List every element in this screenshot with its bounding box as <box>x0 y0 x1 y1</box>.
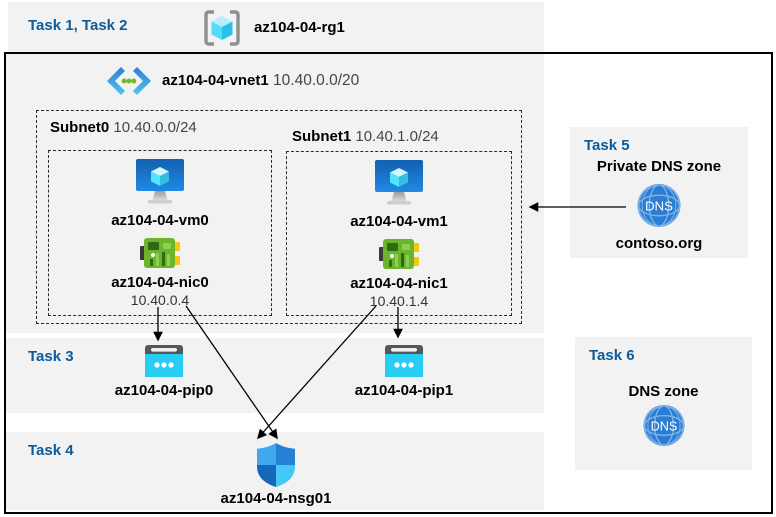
dns-globe-icon: DNS <box>642 404 685 447</box>
subnet0-box: az104-04-vm0 az104-04-nic0 10.40.0.4 <box>48 150 272 316</box>
subnet0-name: Subnet0 <box>50 119 110 136</box>
task4-panel: Task 4 az104-04-nsg01 <box>6 432 544 510</box>
task5-panel: Task 5 Private DNS zone DNS contoso.org <box>570 127 748 258</box>
vnet-header: az104-04-vnet1 10.40.0.0/20 <box>106 66 359 96</box>
subnet1-name: Subnet1 <box>292 128 352 145</box>
task5-title: Private DNS zone <box>596 158 722 175</box>
subnet1-cidr: 10.40.1.0/24 <box>355 128 439 145</box>
vm1-name: az104-04-vm1 <box>350 213 448 230</box>
public-ip-icon <box>385 345 423 377</box>
resource-group-name: az104-04-rg1 <box>254 19 345 36</box>
nic-icon <box>379 239 419 269</box>
pip0-group: az104-04-pip0 <box>88 345 240 399</box>
task12-label: Task 1, Task 2 <box>28 17 128 34</box>
nic1-ip: 10.40.1.4 <box>369 293 429 309</box>
nic1-name: az104-04-nic1 <box>350 275 448 292</box>
task6-panel: Task 6 DNS zone DNS <box>575 337 752 470</box>
task3-label: Task 3 <box>28 348 74 365</box>
diagram-frame <box>4 52 773 514</box>
task5-label: Task 5 <box>584 137 630 154</box>
vm0-name: az104-04-vm0 <box>111 212 209 229</box>
task6-label: Task 6 <box>589 347 635 364</box>
virtual-machine-icon <box>136 159 184 204</box>
nic0-name: az104-04-nic0 <box>111 274 209 291</box>
task6-title: DNS zone <box>628 383 699 400</box>
vnet-name: az104-04-vnet1 <box>162 72 269 89</box>
vnet-cidr: 10.40.0.0/20 <box>273 72 360 89</box>
subnet1-box: az104-04-vm1 az104-04-nic1 10.40.1.4 <box>286 151 512 316</box>
resource-group-icon <box>204 10 240 46</box>
nic-icon <box>140 238 180 268</box>
task5-zone-name: contoso.org <box>615 235 703 252</box>
dns-icon-text: DNS <box>645 199 673 214</box>
task12-banner: Task 1, Task 2 az104-04-rg1 <box>8 2 544 52</box>
pip1-name: az104-04-pip1 <box>354 382 454 399</box>
nsg-group: az104-04-nsg01 <box>196 443 356 507</box>
subnet0-label: Subnet0 10.40.0.0/24 <box>50 119 197 136</box>
nic0-ip: 10.40.0.4 <box>130 292 190 308</box>
public-ip-icon <box>145 345 183 377</box>
virtual-network-icon <box>107 67 151 95</box>
task3-panel: Task 3 az104-04-pip0 <box>6 338 544 413</box>
subnet0-cidr: 10.40.0.0/24 <box>113 119 197 136</box>
pip1-group: az104-04-pip1 <box>328 345 480 399</box>
virtual-machine-icon <box>375 160 423 205</box>
pip0-name: az104-04-pip0 <box>114 382 214 399</box>
nsg-name: az104-04-nsg01 <box>220 490 332 507</box>
dns-globe-icon: DNS <box>637 184 681 227</box>
nsg-shield-icon <box>257 443 295 487</box>
subnet1-label: Subnet1 10.40.1.0/24 <box>292 128 439 145</box>
dns-icon-text: DNS <box>650 419 677 433</box>
vnet-region <box>6 54 544 333</box>
task4-label: Task 4 <box>28 442 74 459</box>
